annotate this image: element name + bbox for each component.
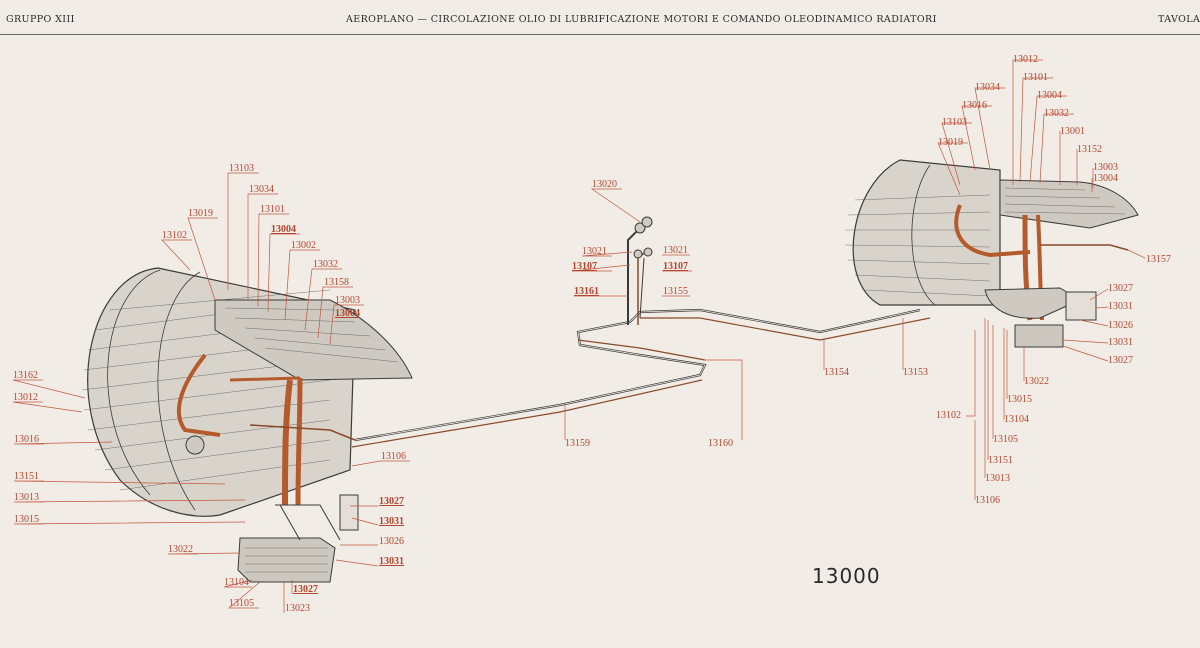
label-13152: 13152	[1077, 144, 1102, 155]
label-13154: 13154	[824, 367, 849, 378]
label-13027: 13027	[1108, 283, 1133, 294]
label-13003: 13003	[335, 295, 360, 306]
label-13027: 13027	[379, 496, 404, 507]
plate-sheet-label: TAVOLA I	[1158, 14, 1200, 25]
label-13013: 13013	[985, 473, 1010, 484]
connecting-pipelines	[351, 227, 931, 448]
label-13034: 13034	[975, 82, 1000, 93]
label-13104: 13104	[224, 577, 249, 588]
label-13027: 13027	[293, 584, 318, 595]
label-13160: 13160	[708, 438, 733, 449]
label-13004: 13004	[1093, 173, 1118, 184]
label-13001: 13001	[1060, 126, 1085, 137]
label-13004: 13004	[271, 224, 296, 235]
label-13155: 13155	[663, 286, 688, 297]
label-13021: 13021	[582, 246, 607, 257]
left-engine-nacelle	[81, 267, 413, 583]
label-13003: 13003	[1093, 162, 1118, 173]
label-13106: 13106	[975, 495, 1000, 506]
label-13012: 13012	[1013, 54, 1038, 65]
label-13022: 13022	[168, 544, 193, 555]
label-13103: 13103	[942, 117, 967, 128]
header-rule	[0, 34, 1200, 35]
labels-center: 13020 13021 13107 13021 13107 13161 1315…	[565, 179, 928, 449]
label-13151: 13151	[14, 471, 39, 482]
label-13019: 13019	[938, 137, 963, 148]
labels-left: 13103 13034 13019 13101 13004 13102 1300…	[13, 163, 406, 614]
label-13026: 13026	[1108, 320, 1133, 331]
label-13016: 13016	[962, 100, 987, 111]
label-13106: 13106	[381, 451, 406, 462]
plate-title: AEROPLANO — CIRCOLAZIONE OLIO DI LUBRIFI…	[346, 14, 937, 25]
label-13162: 13162	[13, 370, 38, 381]
label-13101: 13101	[260, 204, 285, 215]
label-13019: 13019	[188, 208, 213, 219]
label-13105: 13105	[229, 598, 254, 609]
label-13032: 13032	[1044, 108, 1069, 119]
label-13031: 13031	[379, 516, 404, 527]
label-13012: 13012	[13, 392, 38, 403]
label-13107: 13107	[663, 261, 688, 272]
label-13027: 13027	[1108, 355, 1133, 366]
label-13153: 13153	[903, 367, 928, 378]
label-13158: 13158	[324, 277, 349, 288]
label-13021: 13021	[663, 245, 688, 256]
label-13151: 13151	[988, 455, 1013, 466]
pressure-gauges	[633, 216, 653, 259]
label-13103: 13103	[229, 163, 254, 174]
label-13020: 13020	[592, 179, 617, 190]
right-engine-nacelle	[844, 159, 1139, 348]
label-13004: 13004	[335, 308, 360, 319]
plate-number: 13000	[812, 564, 881, 588]
label-13013: 13013	[14, 492, 39, 503]
label-13032: 13032	[313, 259, 338, 270]
label-13031: 13031	[1108, 301, 1133, 312]
label-13107: 13107	[572, 261, 597, 272]
group-label: GRUPPO XIII	[6, 14, 75, 25]
label-13101: 13101	[1023, 72, 1048, 83]
label-13004: 13004	[1037, 90, 1062, 101]
label-13104: 13104	[1004, 414, 1029, 425]
label-13034: 13034	[249, 184, 274, 195]
label-13102: 13102	[162, 230, 187, 241]
label-13102: 13102	[936, 410, 961, 421]
label-13161: 13161	[574, 286, 599, 297]
label-13002: 13002	[291, 240, 316, 251]
label-13159: 13159	[565, 438, 590, 449]
label-13105: 13105	[993, 434, 1018, 445]
label-13031: 13031	[379, 556, 404, 567]
label-13015: 13015	[14, 514, 39, 525]
label-13026: 13026	[379, 536, 404, 547]
label-13023: 13023	[285, 603, 310, 614]
labels-right: 13012 13034 13101 13016 13004 13103 1303…	[936, 54, 1171, 506]
label-13031: 13031	[1108, 337, 1133, 348]
leader-lines	[12, 59, 1146, 613]
label-13015: 13015	[1007, 394, 1032, 405]
label-13022: 13022	[1024, 376, 1049, 387]
label-13016: 13016	[14, 434, 39, 445]
label-13157: 13157	[1146, 254, 1171, 265]
